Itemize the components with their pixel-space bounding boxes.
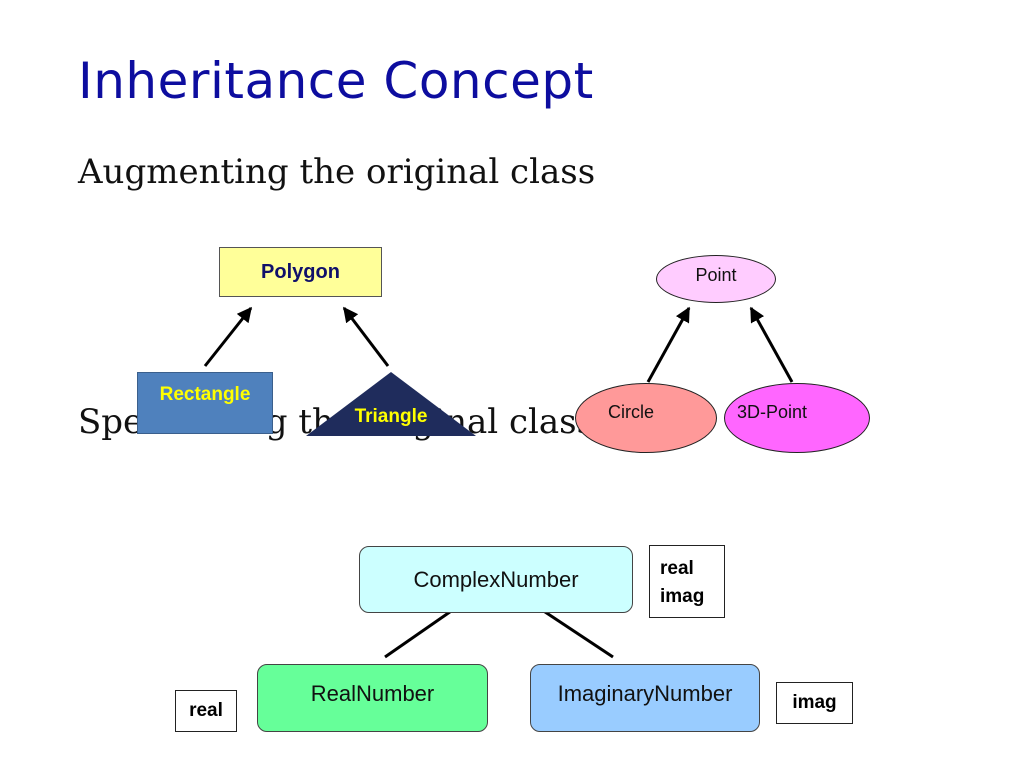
point3d-label: 3D-Point [737, 402, 808, 422]
subtitle-augmenting: Augmenting the original class [78, 152, 596, 192]
slide-title: Inheritance Concept [78, 52, 594, 110]
triangle-label: Triangle [354, 406, 428, 427]
real-attribute-box: real [175, 690, 237, 732]
point-label: Point [695, 265, 737, 285]
circle-ellipse: Circle [575, 383, 717, 453]
arrow-3dpoint-to-point [749, 306, 794, 383]
real-number-box: RealNumber [257, 664, 488, 732]
complex-attributes-box: real imag [649, 545, 725, 618]
circle-label: Circle [608, 402, 655, 422]
point-ellipse: Point [656, 255, 776, 303]
complex-number-label: ComplexNumber [413, 566, 579, 592]
real-number-label: RealNumber [310, 681, 435, 706]
arrow-circle-to-point [646, 306, 691, 383]
polygon-box: Polygon [219, 247, 382, 297]
polygon-label: Polygon [261, 260, 340, 283]
imag-attribute-box: imag [776, 682, 853, 724]
complex-attr-imag: imag [660, 586, 705, 607]
complex-number-box: ComplexNumber [359, 546, 633, 613]
rectangle-box: Rectangle [137, 372, 273, 434]
triangle-shape: Triangle [306, 372, 476, 436]
arrow-rectangle-to-polygon [203, 306, 253, 367]
complex-attr-real: real [660, 558, 694, 579]
point3d-ellipse: 3D-Point [724, 383, 870, 453]
real-attr-label: real [189, 700, 223, 721]
imaginary-number-box: ImaginaryNumber [530, 664, 760, 732]
rectangle-label: Rectangle [159, 384, 251, 405]
arrow-triangle-to-polygon [342, 306, 390, 367]
imaginary-number-label: ImaginaryNumber [557, 681, 733, 706]
imag-attr-label: imag [792, 692, 837, 713]
